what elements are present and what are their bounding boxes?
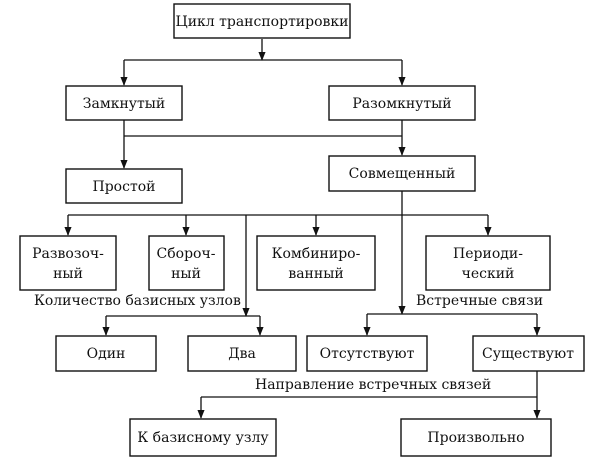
label-base-count-text: Количество базисных узлов	[34, 293, 241, 309]
node-combined: Совмещенный	[328, 155, 476, 192]
node-two: Два	[187, 335, 297, 372]
label-counter-direction-text: Направление встречных связей	[255, 377, 491, 393]
node-arbitrary-label: Произвольно	[427, 430, 524, 446]
node-cycle-label: Цикл транспортировки	[175, 14, 348, 30]
node-cycle: Цикл транспортировки	[173, 3, 351, 39]
node-simple-label: Простой	[93, 179, 156, 195]
node-closed-label: Замкнутый	[83, 96, 166, 112]
label-counter-links-text: Встречные связи	[416, 293, 543, 309]
node-combined-route-line1: Комбиниро-	[272, 246, 361, 262]
connectors	[64, 39, 541, 419]
node-absent: Отсутствуют	[306, 335, 428, 372]
node-collection-line2: ный	[171, 266, 201, 282]
node-distribution: Развозоч- ный	[19, 235, 117, 291]
node-open-label: Разомкнутый	[352, 96, 451, 112]
node-to-base: К базисному узлу	[129, 418, 277, 457]
label-counter-direction: Направление встречных связей	[253, 376, 497, 394]
node-combined-route-line2: ванный	[288, 266, 343, 282]
node-combined-route: Комбиниро- ванный	[256, 235, 376, 291]
node-collection: Сбороч- ный	[148, 235, 225, 291]
node-distribution-line2: ный	[53, 266, 83, 282]
node-distribution-line1: Развозоч-	[32, 246, 104, 262]
node-two-label: Два	[228, 346, 256, 362]
node-absent-label: Отсутствуют	[320, 346, 415, 362]
node-exist: Существуют	[472, 335, 585, 372]
label-base-count: Количество базисных узлов	[33, 292, 241, 310]
node-to-base-label: К базисному узлу	[137, 430, 269, 446]
node-periodic-line1: Периоди-	[453, 246, 523, 262]
node-collection-line1: Сбороч-	[157, 246, 216, 262]
node-periodic-line2: ческий	[462, 266, 515, 282]
node-combined-label: Совмещенный	[349, 166, 456, 182]
node-open: Разомкнутый	[328, 85, 476, 121]
node-closed: Замкнутый	[65, 85, 183, 121]
node-simple: Простой	[65, 168, 183, 204]
node-one-label: Один	[87, 346, 126, 362]
node-arbitrary: Произвольно	[400, 418, 552, 457]
label-counter-links: Встречные связи	[414, 292, 543, 310]
node-periodic: Периоди- ческий	[425, 235, 551, 291]
node-one: Один	[55, 335, 157, 372]
node-exist-label: Существуют	[482, 346, 574, 362]
